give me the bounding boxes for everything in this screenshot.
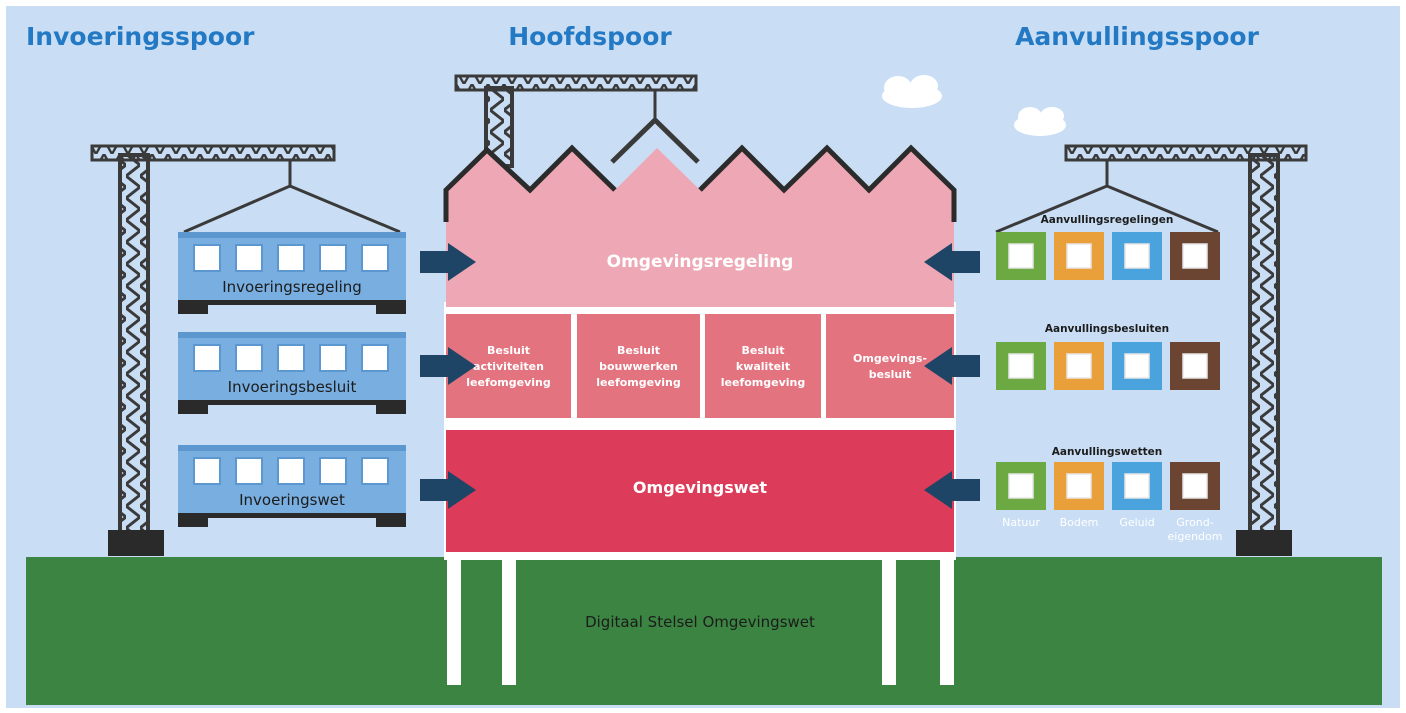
wagon-window <box>193 244 221 272</box>
wagon-window <box>235 344 263 372</box>
besluit-box <box>705 314 821 418</box>
omgevingswet-section <box>446 430 954 552</box>
aanvulling-window <box>1124 243 1150 269</box>
wagon-window <box>319 344 347 372</box>
besluit-label: Omgevings- <box>853 352 927 365</box>
wagon-window <box>319 244 347 272</box>
building-stilts <box>447 555 954 685</box>
aanvulling-window <box>1066 353 1092 379</box>
wagon-window <box>319 457 347 485</box>
left-crane <box>90 144 401 556</box>
topic-label: Geluid <box>1119 516 1154 529</box>
topic-label: Natuur <box>1002 516 1040 529</box>
wagon-wheel <box>178 513 208 527</box>
wagon-label: Invoeringsbesluit <box>228 378 357 396</box>
topic-label: Grond- <box>1176 516 1213 529</box>
aanvulling-window <box>1066 243 1092 269</box>
wagon-invoeringswet: Invoeringswet <box>178 445 406 527</box>
foundation-label: Digitaal Stelsel Omgevingswet <box>585 613 815 631</box>
aanvulling-window <box>1182 353 1208 379</box>
aanvulling-title: Aanvullingsbesluiten <box>1045 323 1169 335</box>
besluit-label: leefomgeving <box>596 376 680 389</box>
aanvulling-title: Aanvullingswetten <box>1052 446 1163 458</box>
besluit-label: Besluit <box>487 344 530 357</box>
wagon-invoeringsregeling: Invoeringsregeling <box>178 232 406 314</box>
besluit-label: kwaliteit <box>736 360 790 373</box>
wagon-window <box>277 457 305 485</box>
wagon-window <box>193 344 221 372</box>
wagon-window <box>361 457 389 485</box>
aanvulling-window <box>1008 473 1034 499</box>
aanvulling-window <box>1124 353 1150 379</box>
header-aanvullingsspoor: Aanvullingsspoor <box>1015 22 1260 51</box>
center-crane <box>454 74 700 168</box>
topic-labels: Natuur Bodem Geluid Grond-eigendom <box>1002 516 1222 543</box>
wagon-wheel <box>376 513 406 527</box>
aanvulling-group: Aanvullingsbesluiten <box>996 323 1220 390</box>
header-hoofdspoor: Hoofdspoor <box>508 22 672 51</box>
building: Omgevingsregeling Besluit activiteiten lee… <box>443 144 957 560</box>
wagon-window <box>361 244 389 272</box>
omgevingsregeling-label: Omgevingsregeling <box>607 252 794 272</box>
wagon-window <box>277 244 305 272</box>
cloud <box>1014 107 1066 136</box>
wagon-window <box>235 244 263 272</box>
wagon-window <box>235 457 263 485</box>
roof-section <box>446 148 954 307</box>
wagon-invoeringsbesluit: Invoeringsbesluit <box>178 332 406 414</box>
wagon-wheel <box>178 300 208 314</box>
cloud <box>882 75 942 108</box>
besluit-label: leefomgeving <box>721 376 805 389</box>
besluit-label: leefomgeving <box>466 376 550 389</box>
topic-label: Bodem <box>1060 516 1099 529</box>
omgevingswet-label: Omgevingswet <box>633 478 767 497</box>
aanvulling-window <box>1008 353 1034 379</box>
ground <box>26 557 1382 705</box>
topic-label: eigendom <box>1168 530 1223 543</box>
besluit-label: activiteiten <box>473 360 544 373</box>
aanvulling-window <box>1066 473 1092 499</box>
aanvulling-window <box>1182 243 1208 269</box>
wagon-label: Invoeringsregeling <box>222 278 362 296</box>
header-invoeringsspoor: Invoeringsspoor <box>26 22 255 51</box>
wagon-label: Invoeringswet <box>239 491 345 509</box>
besluit-label: Besluit <box>617 344 660 357</box>
aanvulling-window <box>1124 473 1150 499</box>
wagon-wheel <box>376 400 406 414</box>
wagon-window <box>277 344 305 372</box>
besluit-box <box>577 314 700 418</box>
besluit-label: besluit <box>869 368 912 381</box>
wagon-wheel <box>376 300 406 314</box>
right-crane <box>995 144 1308 556</box>
aanvulling-window <box>1008 243 1034 269</box>
aanvulling-group: Aanvullingswetten <box>996 446 1220 510</box>
aanvulling-window <box>1182 473 1208 499</box>
besluit-label: Besluit <box>741 344 784 357</box>
wagon-window <box>361 344 389 372</box>
wagon-window <box>193 457 221 485</box>
aanvulling-title: Aanvullingsregelingen <box>1041 214 1174 226</box>
aanvulling-group: Aanvullingsregelingen <box>996 214 1220 280</box>
roof-outline <box>443 144 957 222</box>
wagon-wheel <box>178 400 208 414</box>
besluit-label: bouwwerken <box>599 360 678 373</box>
